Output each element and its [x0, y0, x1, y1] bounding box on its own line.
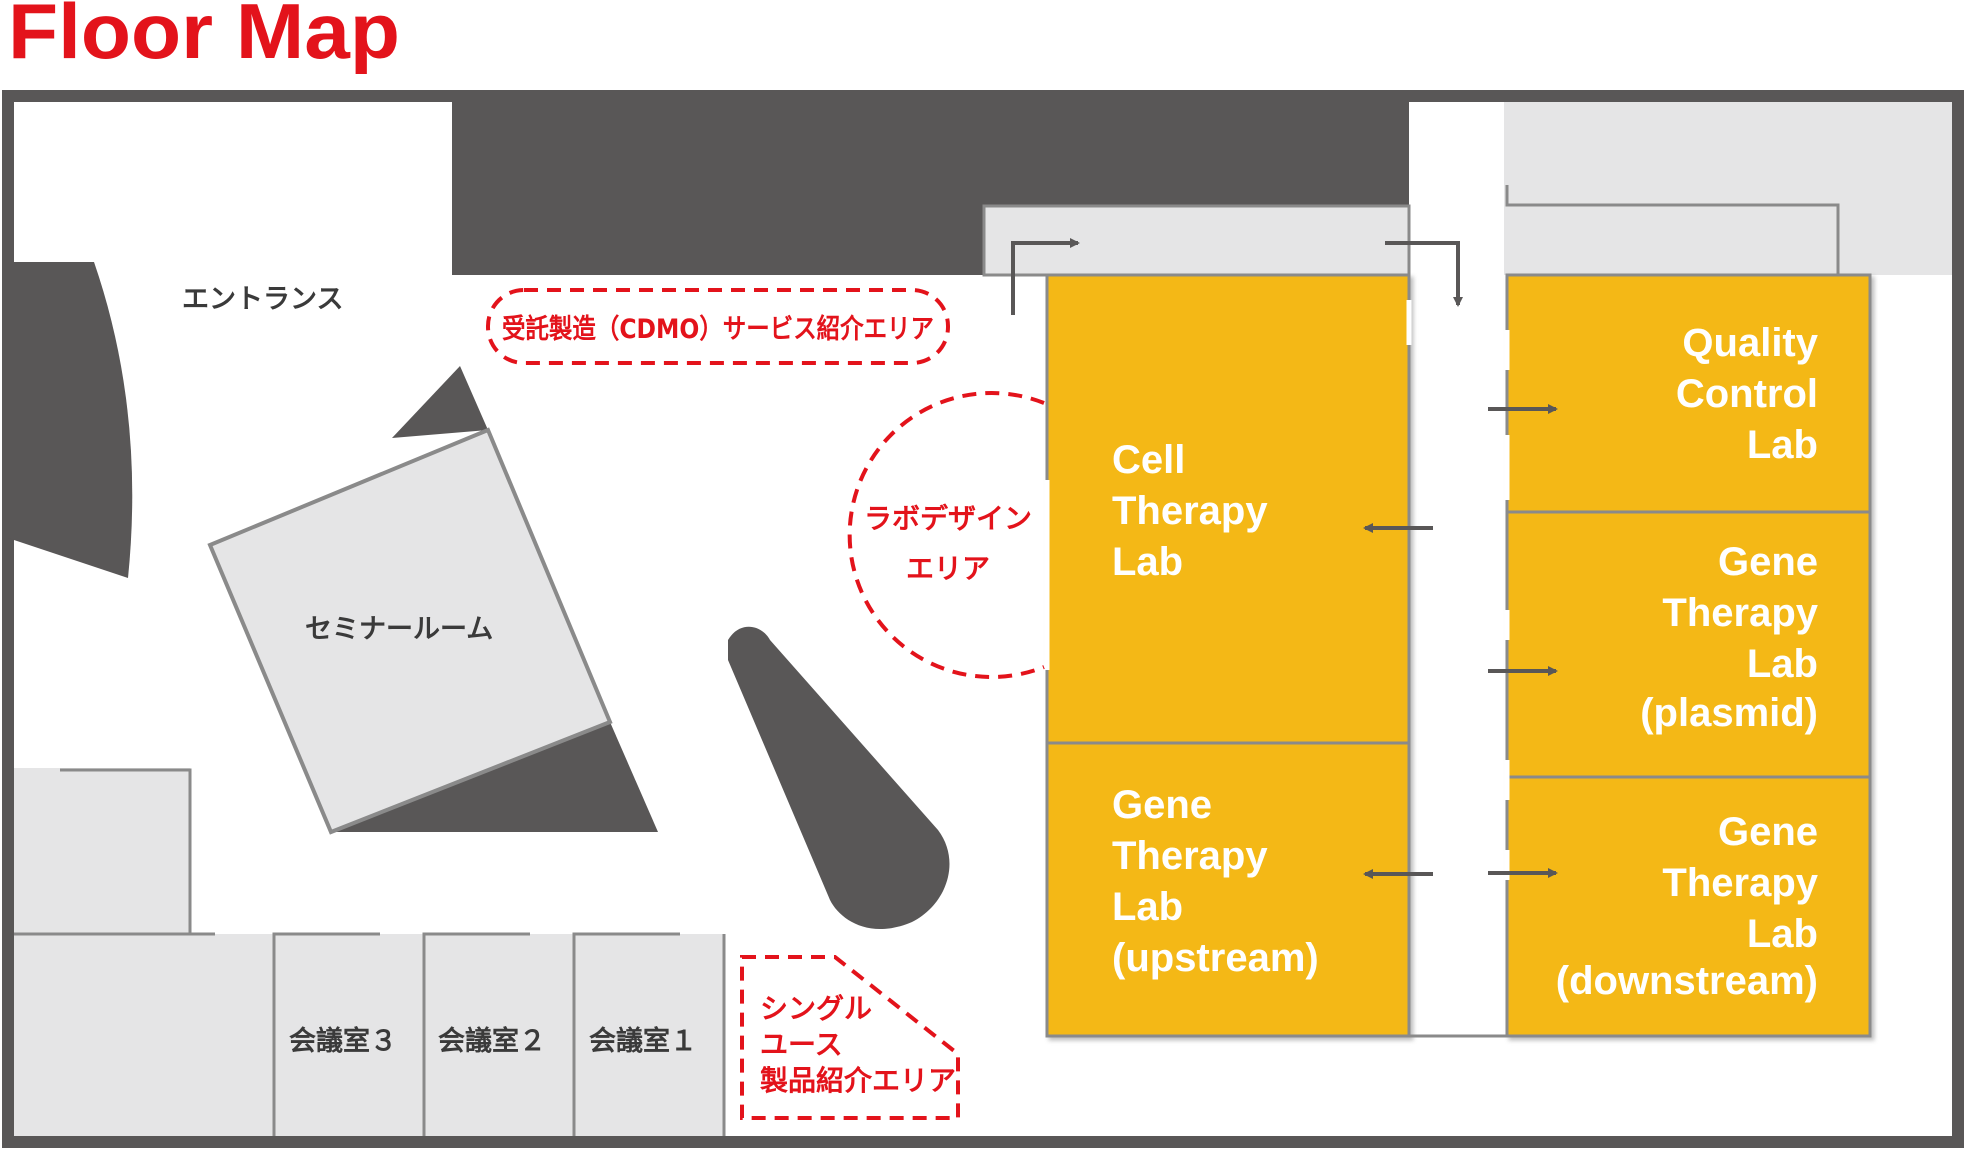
- room-seminar: [207, 427, 613, 835]
- zone-single-use-label-2: ユース: [760, 1028, 843, 1061]
- meeting-room-3-label: 会議室３: [289, 1025, 397, 1057]
- room-meeting-2: [424, 934, 574, 1136]
- meeting-room-2-label: 会議室２: [438, 1025, 546, 1057]
- zone-cdmo: [486, 288, 950, 365]
- lab-gene-upstream-label-2: Therapy: [1112, 834, 1268, 878]
- lab-gene-upstream-label-3: Lab: [1112, 885, 1183, 929]
- lab-cell-therapy-label-3: Lab: [1112, 540, 1183, 584]
- arrows-group: [1011, 238, 1558, 879]
- wall-entrance-curve: [8, 262, 133, 578]
- zone-lab-design-label-1: ラボデザイン: [864, 502, 1032, 535]
- lab-gene-upstream-label-4: (upstream): [1112, 936, 1319, 980]
- lab-gene-downstream-label-2: Therapy: [1662, 861, 1818, 905]
- zone-single-use: [740, 955, 960, 1120]
- door-gaps: [1044, 300, 1510, 880]
- lab-quality-control: [1505, 273, 1872, 514]
- zone-lab-design-label-2: エリア: [906, 552, 990, 585]
- wall-pillar: [728, 626, 950, 930]
- zone-cdmo-label: 受託製造（CDMO）サービス紹介エリア: [502, 313, 934, 345]
- entrance-label: エントランス: [182, 284, 343, 315]
- lab-gene-plasmid-label-3: Lab: [1747, 642, 1818, 686]
- arrow-down-icon: [1385, 241, 1463, 307]
- lab-cell-therapy-label-1: Cell: [1112, 438, 1185, 482]
- wall-seminar-bottom: [331, 722, 658, 832]
- room-top-strip: [982, 204, 1411, 277]
- seminar-room-label: セミナールーム: [305, 614, 493, 645]
- room-bottom-left-large: [14, 934, 274, 1136]
- meeting-room-borders: [272, 932, 726, 1136]
- room-bottom-left-small-border: [60, 768, 192, 934]
- bent-arrow-icon: [1011, 238, 1080, 315]
- lab-gene-upstream-label-1: Gene: [1112, 783, 1212, 827]
- lab-cell-therapy-label-2: Therapy: [1112, 489, 1268, 533]
- page-title: Floor Map: [8, 0, 400, 75]
- room-bottom-left-small: [14, 768, 190, 934]
- lab-gene-plasmid-label-1: Gene: [1718, 540, 1818, 584]
- lab-cell-therapy: [1045, 273, 1411, 745]
- lab-gene-downstream-label-1: Gene: [1718, 810, 1818, 854]
- zone-single-use-label-1: シングル: [760, 992, 872, 1025]
- zone-single-use-label-3: 製品紹介エリア: [760, 1064, 956, 1097]
- lab-gene-downstream-label-3: Lab: [1747, 912, 1818, 956]
- meeting-room-1-label: 会議室１: [589, 1025, 697, 1057]
- room-meeting-1: [574, 934, 724, 1136]
- wall-seminar-top: [392, 366, 488, 438]
- lab-gene-plasmid-label-4: (plasmid): [1640, 691, 1818, 735]
- lab-gene-plasmid-label-2: Therapy: [1662, 591, 1818, 635]
- room-top-right: [1504, 102, 1952, 275]
- lab-gene-plasmid: [1505, 510, 1872, 779]
- lab-gene-upstream: [1045, 741, 1411, 1038]
- zone-lab-design: [847, 391, 1045, 679]
- lab-quality-control-label-2: Control: [1676, 372, 1818, 416]
- lab-gene-downstream-label-4: (downstream): [1556, 959, 1818, 1003]
- zones-group: [486, 288, 1045, 1120]
- lab-quality-control-label-1: Quality: [1682, 321, 1818, 365]
- room-meeting-3: [274, 934, 424, 1136]
- lab-gene-downstream: [1505, 775, 1872, 1038]
- room-top-right-border: [1505, 185, 1840, 275]
- labs-group: [1045, 273, 1872, 1038]
- lab-quality-control-label-3: Lab: [1747, 423, 1818, 467]
